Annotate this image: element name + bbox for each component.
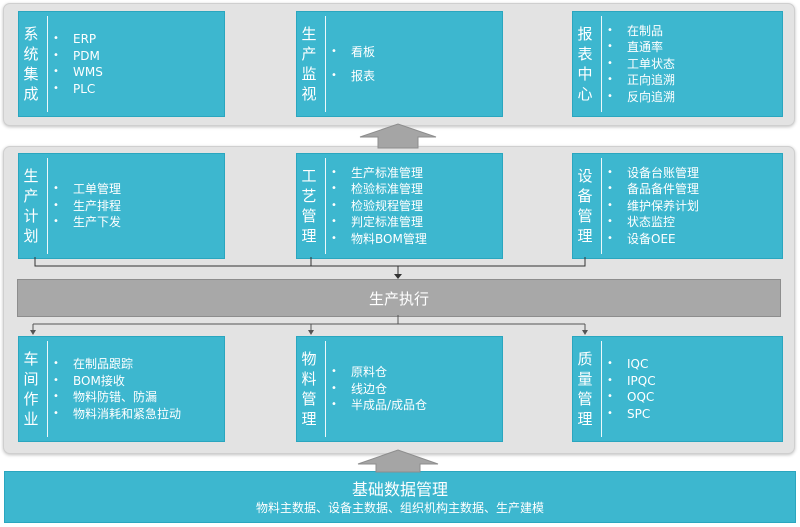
up-arrow-icon <box>359 123 437 149</box>
list-item: 设备台账管理 <box>607 165 699 182</box>
down-arrow-icon <box>308 330 314 335</box>
card-title: 质 量 管 理 <box>577 350 593 428</box>
item-list: 在制品跟踪 BOM接收 物料防错、防漏 物料消耗和紧急拉动 <box>53 337 181 441</box>
list-item: 原料仓 <box>331 364 427 381</box>
list-item: 判定标准管理 <box>331 214 427 231</box>
divider <box>601 16 602 112</box>
down-arrow-icon <box>394 274 402 279</box>
down-arrow-icon <box>582 330 588 335</box>
item-list: 原料仓 线边仓 半成品/成品仓 <box>331 337 427 441</box>
list-item: 生产排程 <box>53 198 121 215</box>
report-center-card: 报 表 中 心 在制品 直通率 工单状态 正向追溯 反向追溯 <box>572 11 783 117</box>
process-management-card: 工 艺 管 理 生产标准管理 检验标准管理 检验规程管理 判定标准管理 物料BO… <box>296 153 503 259</box>
list-item: 检验规程管理 <box>331 198 427 215</box>
list-item: 物料消耗和紧急拉动 <box>53 406 181 423</box>
list-item: WMS <box>53 64 103 81</box>
split-connector <box>32 315 586 331</box>
list-item: 生产标准管理 <box>331 165 427 182</box>
list-item: 反向追溯 <box>607 89 675 106</box>
divider <box>47 16 48 112</box>
list-item: ERP <box>53 31 103 48</box>
foundation-subtitle: 物料主数据、设备主数据、组织机构主数据、生产建模 <box>255 501 544 515</box>
list-item: 直通率 <box>607 39 675 56</box>
workshop-operations-card: 车 间 作 业 在制品跟踪 BOM接收 物料防错、防漏 物料消耗和紧急拉动 <box>18 336 225 442</box>
merge-connector <box>34 257 586 275</box>
list-item: 报表 <box>331 68 375 85</box>
foundation-title: 基础数据管理 <box>351 480 448 499</box>
card-title: 车 间 作 业 <box>23 350 39 428</box>
list-item: IQC <box>607 356 656 373</box>
card-title: 生 产 计 划 <box>23 167 39 245</box>
list-item: 工单管理 <box>53 181 121 198</box>
quality-management-card: 质 量 管 理 IQC IPQC OQC SPC <box>572 336 783 442</box>
list-item: IPQC <box>607 373 656 390</box>
divider <box>47 158 48 254</box>
list-item: 在制品 <box>607 23 675 40</box>
down-arrow-icon <box>30 330 36 335</box>
list-item: 半成品/成品仓 <box>331 397 427 414</box>
item-list: IQC IPQC OQC SPC <box>607 337 656 441</box>
item-list: ERP PDM WMS PLC <box>53 12 103 116</box>
equipment-management-card: 设 备 管 理 设备台账管理 备品备件管理 维护保养计划 状态监控 设备OEE <box>572 153 783 259</box>
list-item: 备品备件管理 <box>607 181 699 198</box>
divider <box>601 158 602 254</box>
list-item: BOM接收 <box>53 373 181 390</box>
list-item: 线边仓 <box>331 381 427 398</box>
list-item: 物料BOM管理 <box>331 231 427 248</box>
material-management-card: 物 料 管 理 原料仓 线边仓 半成品/成品仓 <box>296 336 503 442</box>
list-item: 在制品跟踪 <box>53 356 181 373</box>
item-list: 看板 报表 <box>331 12 375 116</box>
divider <box>325 158 326 254</box>
item-list: 设备台账管理 备品备件管理 维护保养计划 状态监控 设备OEE <box>607 154 699 258</box>
production-planning-card: 生 产 计 划 工单管理 生产排程 生产下发 <box>18 153 225 259</box>
list-item: OQC <box>607 389 656 406</box>
list-item: 检验标准管理 <box>331 181 427 198</box>
list-item: PLC <box>53 81 103 98</box>
production-execution-bar: 生产执行 <box>17 279 781 317</box>
card-title: 系 统 集 成 <box>23 25 39 103</box>
list-item: 状态监控 <box>607 214 699 231</box>
list-item: 生产下发 <box>53 214 121 231</box>
list-item: SPC <box>607 406 656 423</box>
card-title: 生 产 监 视 <box>301 25 317 103</box>
list-item: PDM <box>53 48 103 65</box>
list-item: 设备OEE <box>607 231 699 248</box>
divider <box>325 16 326 112</box>
card-title: 工 艺 管 理 <box>301 167 317 245</box>
system-integration-card: 系 统 集 成 ERP PDM WMS PLC <box>18 11 225 117</box>
list-item: 工单状态 <box>607 56 675 73</box>
list-item: 正向追溯 <box>607 72 675 89</box>
card-title: 报 表 中 心 <box>577 25 593 103</box>
divider <box>325 341 326 437</box>
item-list: 生产标准管理 检验标准管理 检验规程管理 判定标准管理 物料BOM管理 <box>331 154 427 258</box>
production-monitoring-card: 生 产 监 视 看板 报表 <box>296 11 503 117</box>
list-item: 物料防错、防漏 <box>53 389 181 406</box>
divider <box>47 341 48 437</box>
card-title: 设 备 管 理 <box>577 167 593 245</box>
up-arrow-icon <box>357 449 439 473</box>
list-item: 看板 <box>331 44 375 61</box>
divider <box>601 341 602 437</box>
card-title: 物 料 管 理 <box>301 350 317 428</box>
item-list: 在制品 直通率 工单状态 正向追溯 反向追溯 <box>607 12 675 116</box>
item-list: 工单管理 生产排程 生产下发 <box>53 154 121 258</box>
list-item: 维护保养计划 <box>607 198 699 215</box>
